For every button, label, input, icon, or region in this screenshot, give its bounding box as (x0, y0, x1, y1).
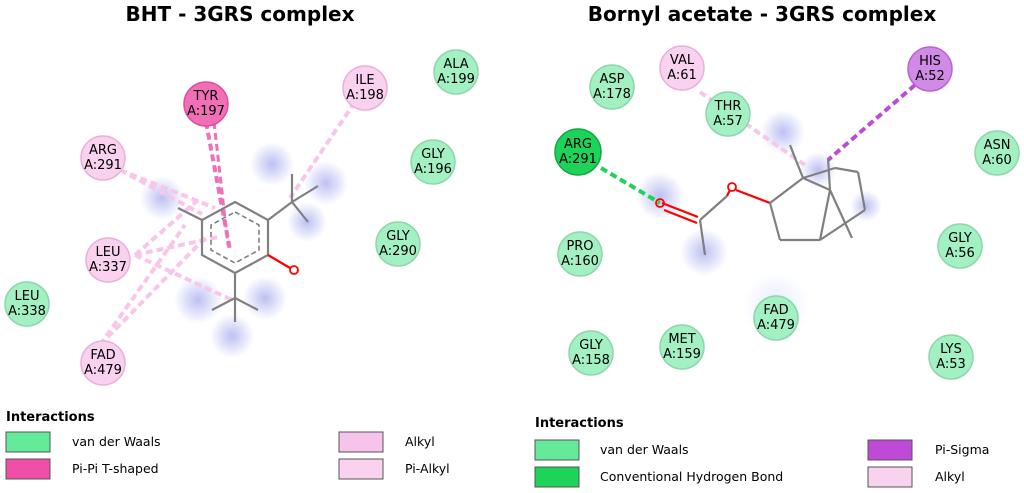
legend-bht: Interactions van der Waals Pi-Pi T-shape… (5, 410, 450, 480)
legend-label: Alkyl (405, 434, 435, 449)
residue-arg-291[interactable]: ARG A:291 (554, 128, 602, 176)
residue-gly-196[interactable]: GLY A:196 (410, 139, 456, 185)
residue-id: A:337 (89, 260, 127, 275)
residue-id: A:338 (8, 304, 46, 319)
interaction-lines-bornyl (599, 83, 917, 205)
ligand-bornyl-acetate (655, 144, 867, 256)
residue-val-61[interactable]: VAL A:61 (659, 45, 705, 91)
residue-id: A:291 (84, 158, 122, 173)
residue-name: GLY (421, 147, 445, 162)
residue-pro-160[interactable]: PRO A:160 (557, 231, 603, 277)
residue-fad-479[interactable]: FAD A:479 (80, 340, 126, 386)
residue-id: A:479 (84, 363, 122, 378)
residue-name: ASN (984, 138, 1011, 153)
residue-met-159[interactable]: MET A:159 (659, 324, 705, 370)
residue-name: PRO (566, 239, 593, 254)
residue-id: A:52 (915, 69, 945, 84)
legend-label: Alkyl (935, 469, 965, 484)
residue-id: A:57 (713, 114, 743, 129)
residue-id: A:160 (561, 254, 599, 269)
residue-gly-56[interactable]: GLY A:56 (937, 223, 983, 269)
legend-label: Pi-Sigma (935, 442, 989, 457)
panel-bht: BHT - 3GRS complex (4, 2, 479, 480)
legend-bornyl: Interactions van der Waals Conventional … (534, 416, 989, 488)
residue-leu-337[interactable]: LEU A:337 (85, 237, 131, 283)
residue-name: FAD (90, 348, 115, 363)
legend-item-van-der-waals: van der Waals (534, 439, 689, 461)
residue-name: GLY (386, 229, 410, 244)
residue-thr-57[interactable]: THR A:57 (705, 91, 751, 137)
legend-label: van der Waals (600, 442, 689, 457)
residue-arg-291[interactable]: ARG A:291 (80, 135, 126, 181)
residue-name: HIS (919, 54, 941, 69)
residue-id: A:178 (593, 87, 631, 102)
residues-bht: TYR A:197 ILE A:198 ALA A:199 ARG A:291 … (4, 49, 479, 386)
residue-id: A:290 (379, 244, 417, 259)
residue-ile-198[interactable]: ILE A:198 (342, 65, 388, 111)
residue-id: A:61 (667, 68, 697, 83)
residue-name: LYS (940, 342, 962, 357)
legend-item-alkyl: Alkyl (867, 466, 965, 488)
residue-id: A:56 (945, 246, 975, 261)
legend-item-pi-pi-t-shaped: Pi-Pi T-shaped (5, 458, 159, 480)
residue-id: A:199 (437, 72, 475, 87)
legend-label: van der Waals (72, 434, 161, 449)
legend-item-pi-alkyl: Pi-Alkyl (338, 458, 450, 480)
residue-id: A:291 (559, 152, 597, 167)
residue-name: TYR (193, 89, 219, 104)
legend-item-conventional-hydrogen-bond: Conventional Hydrogen Bond (534, 466, 783, 488)
legend-item-alkyl: Alkyl (338, 431, 435, 453)
residue-id: A:197 (187, 104, 225, 119)
residue-name: GLY (948, 231, 972, 246)
ligand-halos-bht (140, 142, 348, 358)
panel-title-bornyl-acetate: Bornyl acetate - 3GRS complex (588, 2, 937, 26)
residue-lys-53[interactable]: LYS A:53 (928, 334, 974, 380)
residue-name: LEU (96, 245, 121, 260)
residues-bornyl: ASP A:178 VAL A:61 HIS A:52 THR A:57 ARG (554, 45, 1020, 380)
residue-id: A:196 (414, 162, 452, 177)
residue-name: FAD (763, 303, 788, 318)
legend-label: Conventional Hydrogen Bond (600, 469, 783, 484)
residue-id: A:53 (936, 357, 966, 372)
residue-name: ARG (89, 143, 117, 158)
residue-name: ASP (600, 72, 625, 87)
residue-name: ARG (564, 137, 592, 152)
residue-fad-479[interactable]: FAD A:479 (753, 295, 799, 341)
residue-id: A:198 (346, 88, 384, 103)
residue-tyr-197[interactable]: TYR A:197 (183, 81, 229, 127)
residue-asn-60[interactable]: ASN A:60 (974, 130, 1020, 176)
residue-asp-178[interactable]: ASP A:178 (589, 64, 635, 110)
residue-id: A:479 (757, 318, 795, 333)
ligand-bht (177, 174, 319, 322)
residue-name: ALA (443, 57, 468, 72)
panel-bornyl-acetate: Bornyl acetate - 3GRS complex (534, 2, 1020, 488)
legend-item-pi-sigma: Pi-Sigma (867, 439, 989, 461)
legend-label: Pi-Alkyl (405, 461, 450, 476)
legend-heading: Interactions (6, 410, 95, 425)
residue-name: LEU (15, 289, 40, 304)
residue-id: A:159 (663, 347, 701, 362)
residue-id: A:158 (572, 353, 610, 368)
residue-name: ILE (355, 73, 374, 88)
residue-his-52[interactable]: HIS A:52 (907, 46, 953, 92)
residue-gly-290[interactable]: GLY A:290 (375, 221, 421, 267)
residue-id: A:60 (982, 153, 1012, 168)
residue-name: VAL (670, 53, 695, 68)
residue-name: GLY (579, 338, 603, 353)
legend-heading: Interactions (535, 416, 624, 431)
panel-title-bht: BHT - 3GRS complex (125, 2, 354, 26)
residue-name: THR (714, 99, 742, 114)
residue-leu-338[interactable]: LEU A:338 (4, 281, 50, 327)
residue-ala-199[interactable]: ALA A:199 (433, 49, 479, 95)
legend-item-van-der-waals: van der Waals (5, 431, 161, 453)
residue-gly-158[interactable]: GLY A:158 (568, 330, 614, 376)
legend-label: Pi-Pi T-shaped (72, 461, 159, 476)
residue-name: MET (668, 332, 695, 347)
interaction-lines-bht (98, 100, 357, 347)
